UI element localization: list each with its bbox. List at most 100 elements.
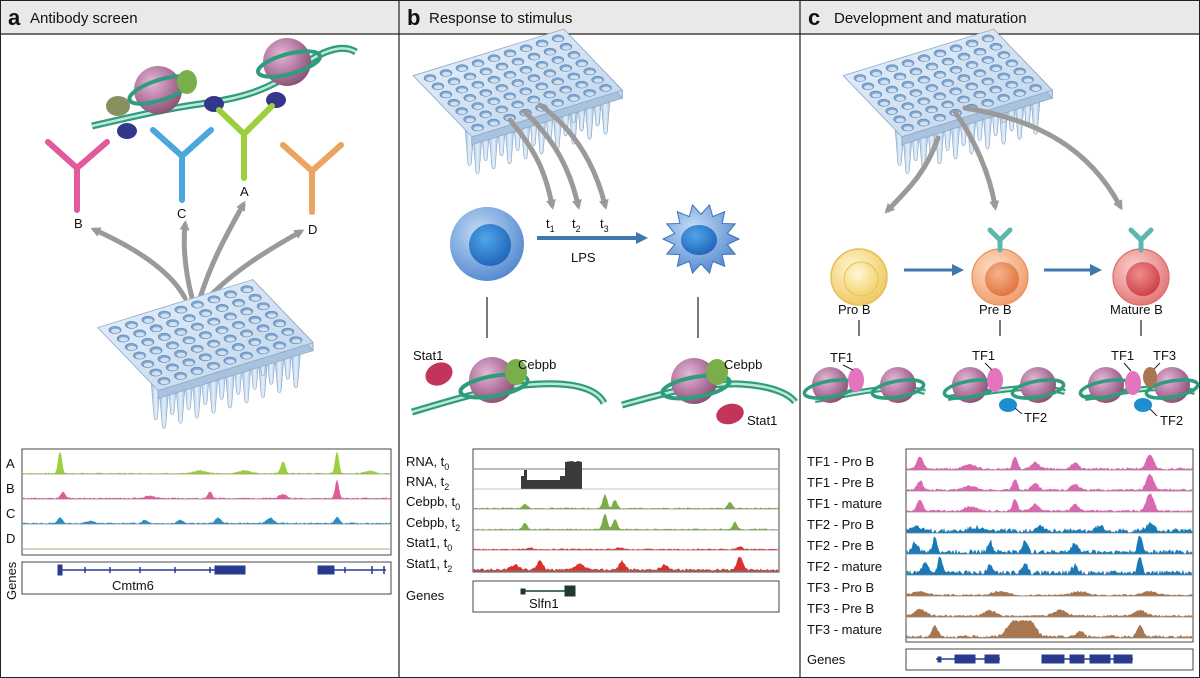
protein-label-cebpb: Cebpb	[724, 357, 762, 372]
track-label: TF1 - Pre B	[807, 475, 874, 490]
gene-model	[520, 585, 576, 597]
cell-nucleus	[681, 225, 717, 255]
panel-a: B C A D A B C D Genes	[4, 38, 392, 600]
protein-stat1	[425, 362, 453, 386]
gene-model	[936, 654, 1133, 664]
track-label: TF1 - mature	[807, 496, 882, 511]
gene-name: Cmtm6	[112, 578, 154, 593]
panel-c: Pro B Pre B Mature B TF1 TF1 TF2 TF1 TF3…	[802, 28, 1200, 671]
tf2-protein	[999, 398, 1017, 412]
panel-title-a: Antibody screen	[30, 10, 138, 27]
header-bar	[0, 0, 1200, 34]
nucleosome	[134, 66, 182, 114]
signal-track	[906, 535, 1193, 555]
panel-title-c: Development and maturation	[834, 10, 1027, 27]
track-label: Stat1, t2	[406, 556, 452, 574]
protein-cebpb	[706, 359, 728, 385]
panel-b: t1 t2 t3 LPS Stat1 Cebpb	[406, 28, 798, 613]
well-plate	[97, 278, 314, 429]
tf1-label: TF1	[1111, 348, 1134, 363]
tf1-protein	[987, 368, 1003, 392]
receptor-icon	[987, 227, 1013, 253]
time-point-1: t1	[546, 216, 555, 234]
panel-letter-b: b	[407, 5, 420, 30]
signal-track	[906, 454, 1193, 471]
track-label-a: A	[6, 456, 15, 471]
stage-label-mature-b: Mature B	[1110, 302, 1163, 317]
chromatin-stimulated	[621, 358, 798, 425]
track-label: Cebpb, t2	[406, 515, 460, 533]
cell-nucleus	[469, 224, 511, 266]
signal-track	[906, 474, 1193, 492]
time-point-3: t3	[600, 216, 609, 234]
protein-label-stat1: Stat1	[747, 413, 777, 428]
receptor-icon	[1128, 227, 1154, 253]
genes-box	[21, 561, 392, 595]
antibody-label-a: A	[240, 184, 249, 199]
antibody-b	[45, 139, 110, 213]
signal-track	[906, 521, 1193, 534]
protein-blob	[177, 70, 197, 94]
track-label: TF3 - Pre B	[807, 601, 874, 616]
nucleosome	[469, 357, 515, 403]
signal-track	[906, 493, 1193, 513]
signal-track	[521, 461, 582, 489]
track-label: RNA, t0	[406, 454, 449, 472]
track-label-b: B	[6, 481, 15, 496]
track-box	[905, 448, 1194, 643]
track-label: TF2 - mature	[807, 559, 882, 574]
tf1-protein	[1125, 371, 1141, 395]
track-label-d: D	[6, 531, 15, 546]
tf2-protein	[1134, 398, 1152, 412]
tf1-protein	[848, 368, 864, 392]
signal-tracks	[473, 461, 779, 572]
stage-label-pro-b: Pro B	[838, 302, 871, 317]
track-label: RNA, t2	[406, 474, 449, 492]
tf1-label: TF1	[830, 350, 853, 365]
tf2-label: TF2	[1160, 413, 1183, 428]
well-plate	[412, 28, 624, 175]
well-plate	[842, 28, 1054, 175]
track-label: TF2 - Pro B	[807, 517, 874, 532]
track-label: Cebpb, t0	[406, 494, 460, 512]
track-label-c: C	[6, 506, 15, 521]
antibody-c	[150, 127, 214, 203]
signal-track	[906, 556, 1193, 576]
gene-name: Slfn1	[529, 596, 559, 611]
track-box	[472, 448, 780, 573]
track-label: TF3 - mature	[807, 622, 882, 637]
stage-label-pre-b: Pre B	[979, 302, 1012, 317]
genes-label: Genes	[807, 652, 846, 667]
antibody-label-d: D	[308, 222, 317, 237]
panel-title-b: Response to stimulus	[429, 10, 572, 27]
tf2-label: TF2	[1024, 410, 1047, 425]
signal-track	[473, 513, 779, 531]
antibody-label-c: C	[177, 206, 186, 221]
panel-letter-c: c	[808, 5, 820, 30]
time-point-2: t2	[572, 216, 581, 234]
antibody-label-b: B	[74, 216, 83, 231]
chromatin-states	[802, 362, 1200, 417]
assay-arrows	[90, 200, 305, 301]
signal-track	[22, 479, 391, 500]
tf1-label: TF1	[972, 348, 995, 363]
gene-model	[57, 564, 386, 576]
signal-track	[473, 493, 779, 510]
protein-cebpb	[505, 359, 527, 385]
sampling-arrows	[884, 105, 1123, 214]
antibody-a	[216, 103, 275, 181]
protein-label-cebpb: Cebpb	[518, 357, 556, 372]
track-label: Stat1, t0	[406, 535, 452, 553]
tf3-protein	[1143, 367, 1157, 387]
protein-blob	[106, 96, 130, 116]
signal-track	[906, 608, 1193, 618]
chromatin-illustration	[91, 38, 358, 139]
track-label: TF2 - Pre B	[807, 538, 874, 553]
genes-box	[472, 580, 780, 613]
tf3-label: TF3	[1153, 348, 1176, 363]
signal-track	[22, 451, 391, 475]
antibody-d	[280, 142, 344, 215]
stimulus-label: LPS	[571, 250, 596, 265]
track-label: TF3 - Pro B	[807, 580, 874, 595]
